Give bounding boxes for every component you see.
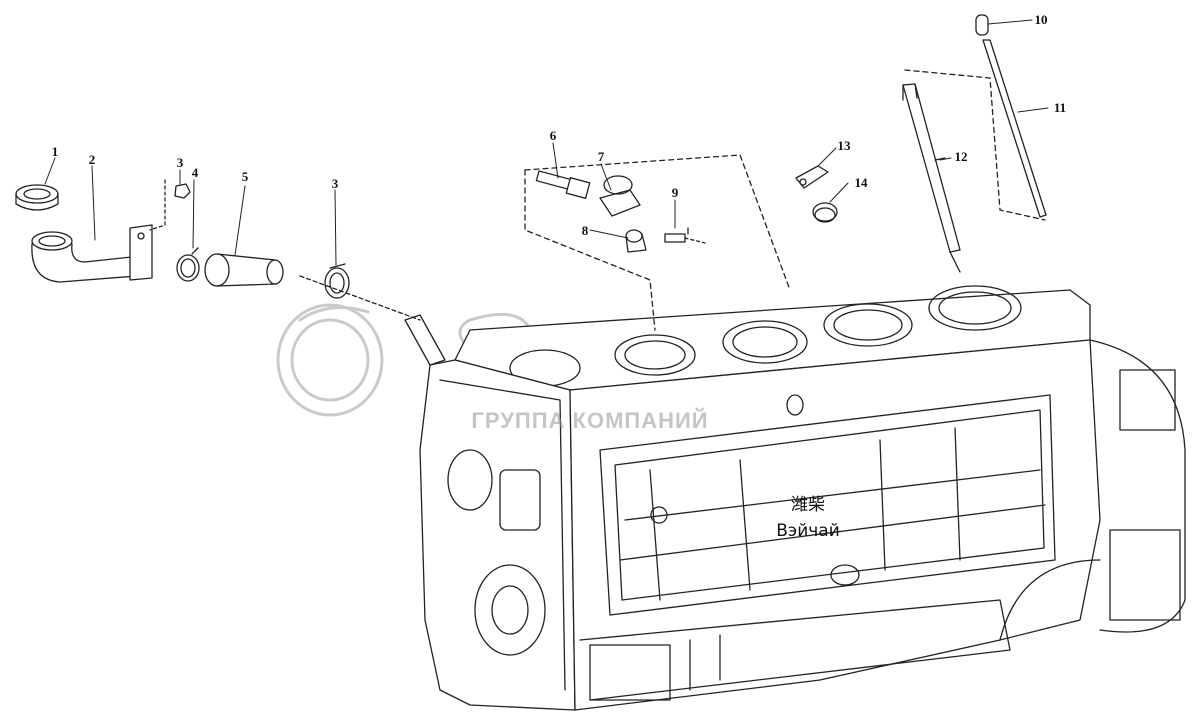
manufacturer-label: 潍柴 Вэйчай xyxy=(776,492,840,544)
manufacturer-chinese: 潍柴 xyxy=(791,495,825,515)
part-11-dipstick xyxy=(975,14,1047,218)
callout-11: 11 xyxy=(1053,100,1067,115)
part-4-clamp xyxy=(176,247,200,282)
callout-12: 12 xyxy=(954,149,968,164)
cylinder-bore xyxy=(722,320,808,364)
callout-13: 13 xyxy=(837,138,851,153)
callout-14: 14 xyxy=(854,175,868,190)
part-7-bracket xyxy=(599,175,641,217)
callout-9: 9 xyxy=(671,185,679,200)
callout-3-second: 3 xyxy=(331,176,339,191)
callout-5: 5 xyxy=(241,169,249,184)
callout-3: 3 xyxy=(176,155,184,170)
part-12-dipstick-tube xyxy=(902,83,961,273)
callout-10: 10 xyxy=(1034,12,1048,27)
callout-4: 4 xyxy=(191,165,199,180)
callout-1: 1 xyxy=(51,144,59,159)
part-14-clamp xyxy=(812,202,838,223)
manufacturer-russian: Вэйчай xyxy=(776,521,840,541)
part-2-elbow-pipe xyxy=(31,224,153,283)
part-6-pin xyxy=(535,170,591,199)
part-13-clip xyxy=(795,165,829,189)
part-3-nut xyxy=(174,183,191,199)
cylinder-bore xyxy=(823,303,913,347)
callout-6: 6 xyxy=(549,128,557,143)
watermark-caption: ГРУППА КОМПАНИЙ xyxy=(471,408,709,433)
callout-8: 8 xyxy=(581,223,589,238)
cylinder-bore xyxy=(614,334,696,376)
part-8-sleeve xyxy=(625,229,647,253)
callout-leaders xyxy=(44,19,1049,266)
cylinder-bore xyxy=(928,285,1022,331)
part-5-hose xyxy=(204,253,284,287)
callout-7: 7 xyxy=(597,149,605,164)
engine-block xyxy=(404,285,1186,711)
callout-2: 2 xyxy=(88,152,96,167)
part-9-bolt xyxy=(664,227,706,244)
part-3-clamp xyxy=(324,263,350,299)
part-1-sealing-ring xyxy=(15,184,59,211)
